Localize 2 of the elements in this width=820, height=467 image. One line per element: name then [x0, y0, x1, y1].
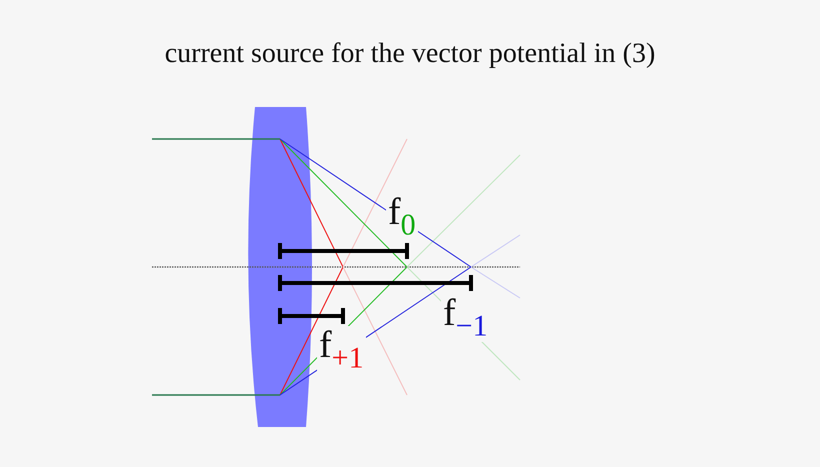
diagram-title: current source for the vector potential in (3) [164, 38, 656, 70]
focal-length-label: f$_{+1}$ [317, 326, 366, 374]
